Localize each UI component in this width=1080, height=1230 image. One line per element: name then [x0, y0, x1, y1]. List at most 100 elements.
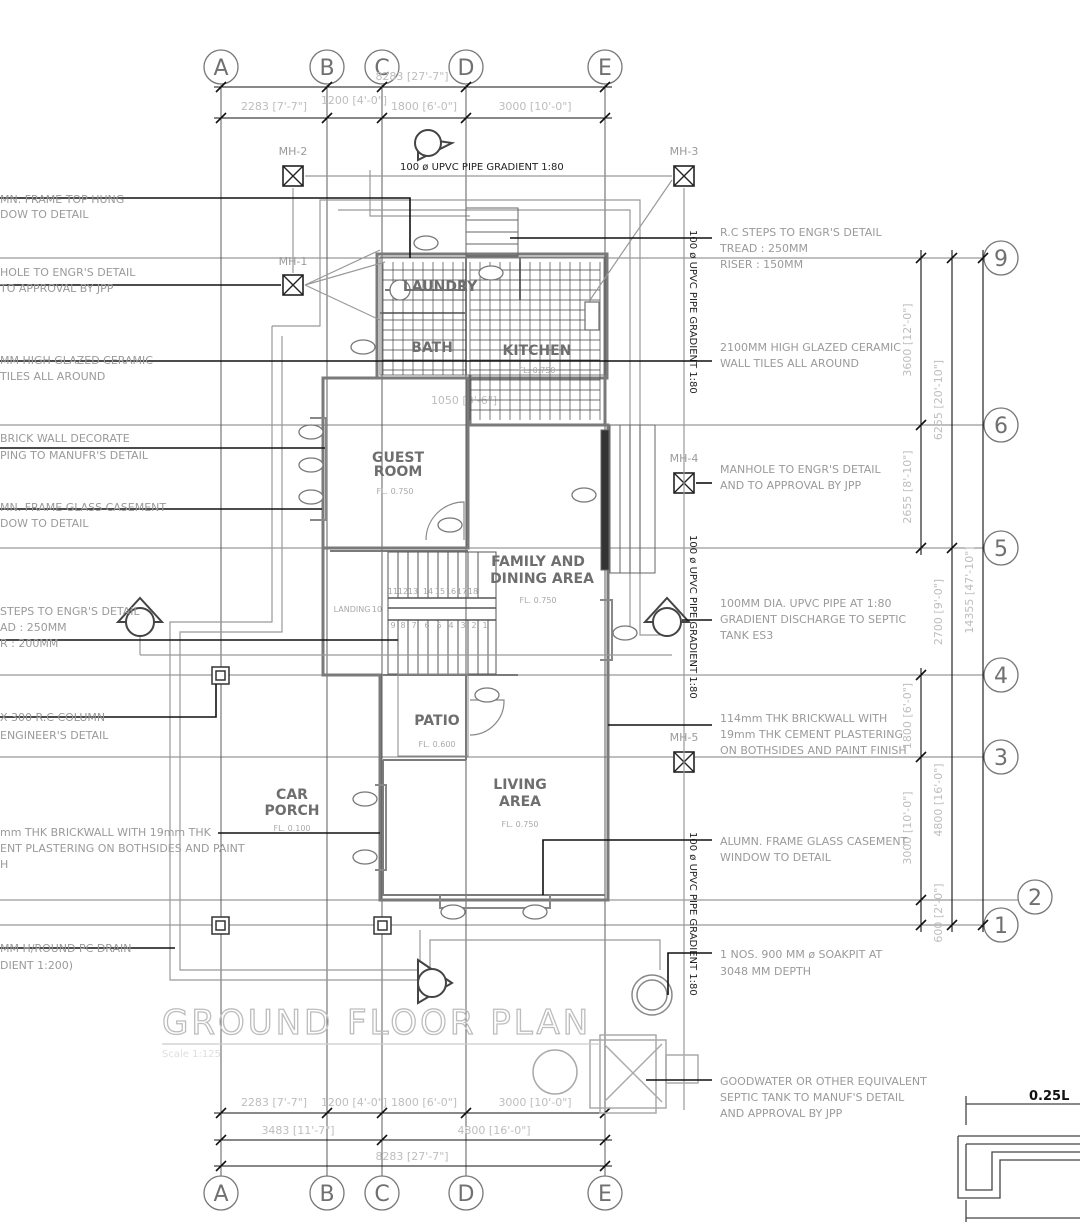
dim-top-overall: 8283 [27'-7"] [375, 70, 448, 83]
room-car-porch-level: FL. 0.100 [273, 824, 310, 833]
section-marker-right-icon [642, 596, 692, 637]
dim-right-sub-1: 6255 [20'-10"] [932, 360, 945, 440]
note-right-6-line-2: WINDOW TO DETAIL [720, 851, 832, 864]
room-kitchen: KITCHEN [503, 343, 572, 359]
note-right-1-line-3: RISER : 150MM [720, 258, 803, 271]
note-right-2-line-2: WALL TILES ALL AROUND [720, 357, 859, 370]
landing-label: LANDING [334, 605, 371, 614]
stair-step-4: 4 [448, 621, 453, 630]
pipe-labels: 100 ø UPVC PIPE GRADIENT 1:80 100 ø UPVC… [400, 162, 698, 996]
pipe-label-right-2: 100 ø UPVC PIPE GRADIENT 1:80 [687, 535, 698, 699]
tile-hatching [382, 262, 601, 420]
pipe-label-right-1: 100 ø UPVC PIPE GRADIENT 1:80 [687, 230, 698, 394]
note-right-2-line-1: 2100MM HIGH GLAZED CERAMIC [720, 341, 901, 354]
note-right-4-line-1: 100MM DIA. UPVC PIPE AT 1:80 [720, 597, 891, 610]
room-guest-line-1: GUEST [372, 450, 425, 466]
stair-step-11: 11 [388, 587, 398, 596]
section-marker-bottom-icon [417, 958, 454, 1005]
room-car-porch-line-1: CAR [276, 787, 308, 803]
grid-label-e-bottom: E [598, 1182, 612, 1207]
note-left-5-line-1: MN. FRAME GLASS CASEMENT [0, 501, 166, 514]
leader-lines [0, 197, 712, 1081]
room-bath: BATH [411, 340, 453, 356]
notes-left: MN. FRAME TOP HUNG DOW TO DETAIL HOLE TO… [0, 193, 245, 972]
dim-right-seg-2: 2655 [8'-10"] [901, 450, 914, 523]
edge-detail-fragment: 0.25L [957, 1089, 1080, 1222]
stair-step-18: 18 [468, 587, 478, 596]
dim-right-overall: 14355 [47'-10"] [963, 546, 976, 633]
note-right-1-line-1: R.C STEPS TO ENGR'S DETAIL [720, 226, 882, 239]
dim-top-seg-3: 1800 [6'-0"] [391, 100, 457, 113]
section-marker-top-icon [414, 129, 456, 162]
upvc-pipes [139, 175, 685, 1110]
note-left-2-line-1: HOLE TO ENGR'S DETAIL [0, 266, 136, 279]
grid-label-6: 6 [994, 414, 1008, 439]
grid-label-1: 1 [994, 914, 1008, 939]
notes-right: R.C STEPS TO ENGR'S DETAIL TREAD : 250MM… [719, 226, 927, 1120]
room-patio-level: FL. 0.600 [418, 740, 455, 749]
drawing-title: GROUND FLOOR PLAN [162, 1003, 591, 1043]
stair-step-5: 5 [436, 621, 441, 630]
dim-interior: 1050 [3'-6"] [431, 394, 497, 407]
grid-label-b-bottom: B [319, 1182, 334, 1207]
dim-bottom-seg-1: 2283 [7'-7"] [241, 1096, 307, 1109]
dim-bottom-seg-3: 1800 [6'-0"] [391, 1096, 457, 1109]
room-laundry: LAUNDRY [403, 279, 478, 295]
grid-label-e-top: E [598, 56, 612, 81]
dim-top-seg-1: 2283 [7'-7"] [241, 100, 307, 113]
room-labels: LAUNDRY BATH KITCHEN FL. 0.750 GUEST ROO… [265, 279, 595, 833]
light-fittings [298, 235, 638, 920]
note-left-6-line-1: STEPS TO ENGR'S DETAIL [0, 605, 141, 618]
note-right-5-line-1: 114mm THK BRICKWALL WITH [720, 712, 887, 725]
pipe-label-top: 100 ø UPVC PIPE GRADIENT 1:80 [400, 162, 564, 173]
stair-step-17: 17 [457, 587, 467, 596]
note-right-7-line-1: 1 NOS. 900 MM ø SOAKPIT AT [720, 948, 883, 961]
room-patio: PATIO [414, 713, 459, 729]
stair-step-numbers: 11 12 13 14 15 16 17 18 9 8 7 6 5 4 3 2 … [334, 587, 488, 630]
note-left-7-line-2: ENGINEER'S DETAIL [0, 729, 109, 742]
dim-bottom-pair-2: 4800 [16'-0"] [457, 1124, 530, 1137]
note-left-1-line-2: DOW TO DETAIL [0, 208, 89, 221]
manhole-mh-1-icon [282, 274, 304, 296]
room-guest-level: FL. 0.750 [376, 487, 413, 496]
drawing-scale: Scale 1:125 [162, 1049, 221, 1060]
stair-step-13: 13 [408, 587, 418, 596]
dim-bottom-overall: 8283 [27'-7"] [375, 1150, 448, 1163]
room-living-level: FL. 0.750 [501, 820, 538, 829]
grid-label-5: 5 [994, 537, 1008, 562]
stair-step-1: 1 [482, 621, 487, 630]
note-left-9-line-2: DIENT 1:200) [0, 959, 73, 972]
note-left-6-line-3: R : 200MM [0, 637, 58, 650]
room-car-porch-line-2: PORCH [265, 803, 320, 819]
note-right-3-line-2: AND TO APPROVAL BY JPP [720, 479, 862, 492]
note-left-4-line-1: BRICK WALL DECORATE [0, 432, 130, 445]
note-left-3-line-1: MM HIGH GLAZED CERAMIC [0, 354, 153, 367]
dim-right-seg-5: 3000 [10'-0"] [901, 791, 914, 864]
dim-top-seg-4: 3000 [10'-0"] [498, 100, 571, 113]
external-steps [465, 207, 656, 574]
stair-step-15: 15 [435, 587, 445, 596]
room-guest-line-2: ROOM [374, 464, 423, 480]
note-right-5-line-3: ON BOTHSIDES AND PAINT FINISH [720, 744, 907, 757]
stair-step-16: 16 [446, 587, 456, 596]
note-right-7-line-2: 3048 MM DEPTH [720, 965, 811, 978]
manhole-label-mh-3: MH-3 [670, 145, 699, 158]
grid-label-9: 9 [994, 247, 1008, 272]
grid-label-2: 2 [1028, 886, 1042, 911]
dim-bottom-seg-4: 3000 [10'-0"] [498, 1096, 571, 1109]
dim-right-seg-3: 2700 [9'-0"] [932, 579, 945, 645]
room-family-level: FL. 0.750 [519, 596, 556, 605]
dimension-ticks [215, 81, 989, 1172]
note-right-4-line-2: GRADIENT DISCHARGE TO SEPTIC [720, 613, 907, 626]
pipe-label-right-3: 100 ø UPVC PIPE GRADIENT 1:80 [687, 832, 698, 996]
note-right-8-line-3: AND APPROVAL BY JPP [720, 1107, 843, 1120]
manhole-mh-3-icon [673, 165, 695, 187]
grid-label-a-top: A [213, 56, 228, 81]
note-left-8-line-3: H [0, 858, 8, 871]
dimension-lines [214, 86, 984, 1167]
septic-tank-icon [532, 1034, 699, 1114]
note-left-5-line-2: DOW TO DETAIL [0, 517, 89, 530]
manhole-label-mh-2: MH-2 [279, 145, 308, 158]
note-left-3-line-2: TILES ALL AROUND [0, 370, 105, 383]
